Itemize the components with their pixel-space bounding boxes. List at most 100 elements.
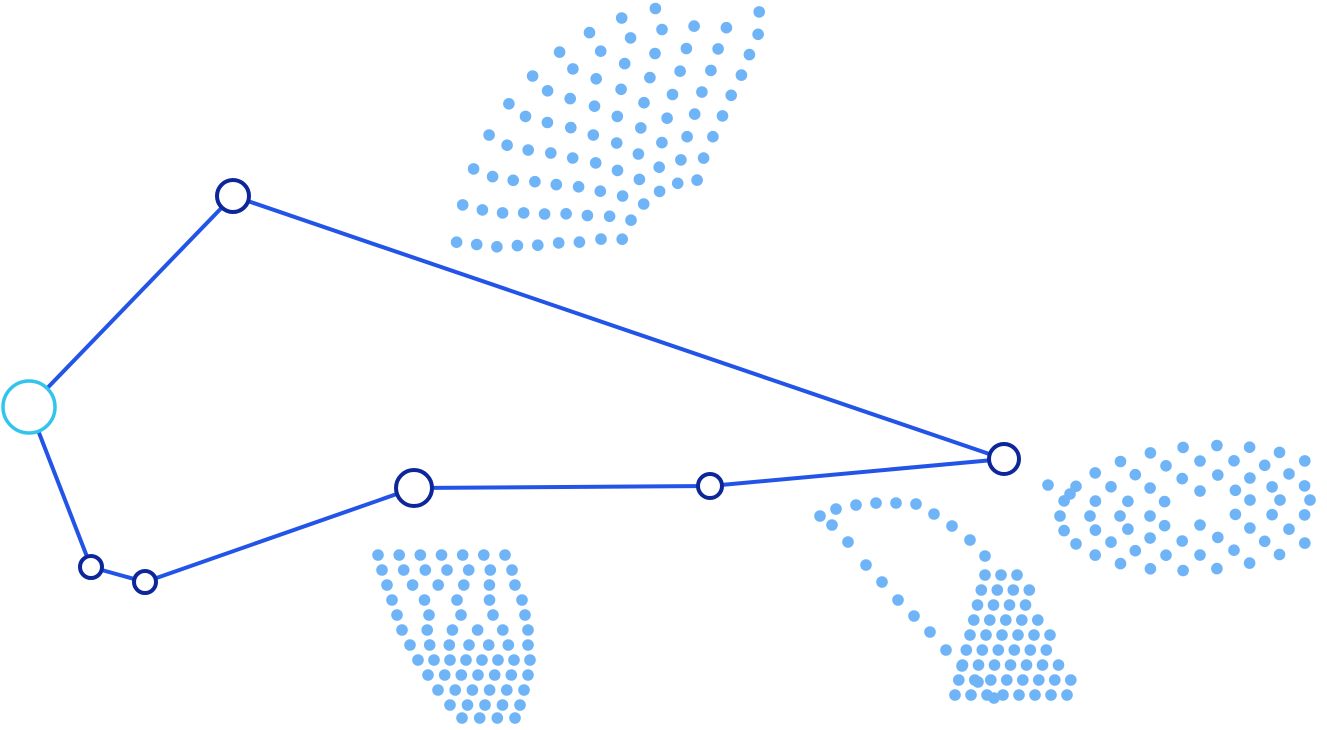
cluster-dot [406,579,419,591]
cluster-dot [466,684,479,696]
cluster-dot [1012,629,1024,641]
cluster-dot [1229,508,1242,521]
cluster-dot [610,137,623,149]
cluster-dot [1212,469,1224,481]
cluster-dot [1058,524,1070,537]
cluster-dot [981,689,993,701]
cluster-dot [1004,659,1017,671]
cluster-dot [910,498,922,510]
cluster-dot [404,639,416,651]
cluster-dot [444,699,456,711]
cluster-dot [1158,519,1171,532]
cluster-drop-bottom-right [814,497,1077,704]
cluster-dot [560,208,572,220]
cluster-dot [971,599,984,611]
cluster-dot [696,86,708,98]
cluster-dot [674,65,686,77]
cluster-dot [423,609,435,621]
cluster-dot [1028,629,1040,641]
cluster-dot [482,639,495,651]
cluster-dot [491,241,503,253]
node-mid-right [696,472,724,500]
cluster-dot [499,549,511,561]
dot-clusters [372,2,1316,724]
cluster-dot [743,48,756,61]
cluster-dot [438,669,451,681]
cluster-dot [381,579,393,591]
cluster-dot [483,579,496,591]
cluster-dot [890,497,902,509]
cluster-dot [1144,510,1156,522]
cluster-dot [1052,659,1065,671]
cluster-dot [517,207,530,219]
cluster-dot [949,689,961,701]
node-right [987,442,1021,476]
cluster-dot [860,559,872,571]
cluster-dot [1020,659,1033,671]
cluster-dot [587,129,600,141]
cluster-dot [460,654,472,666]
cluster-dot [449,684,462,696]
cluster-dot [514,699,526,711]
cluster-dot [707,130,719,143]
cluster-dot [1032,614,1044,626]
cluster-dot [1114,510,1126,522]
cluster-dot [1228,544,1240,556]
cluster-dot [1105,536,1117,548]
cluster-dot [588,100,601,112]
cluster-dot [1044,629,1056,641]
cluster-dot [688,20,700,32]
cluster-dot [541,85,554,97]
cluster-dot [422,669,434,681]
cluster-dot [505,669,518,681]
cluster-dot [616,190,629,202]
cluster-dot [1089,467,1101,479]
cluster-dot [953,674,965,686]
cluster-dot [478,549,490,561]
cluster-dot [653,161,665,173]
cluster-dot [428,654,440,666]
cluster-dot [960,644,973,656]
cluster-dot [976,644,989,656]
cluster-dot [529,175,541,188]
cluster-dot [522,624,534,636]
cluster-dot [1273,446,1286,459]
cluster-fan-top [450,2,765,253]
cluster-dot [1258,459,1271,472]
cluster-dot [1129,544,1142,557]
cluster-dot [1013,689,1025,701]
cluster-dot [1049,674,1061,686]
cluster-dot [985,674,997,686]
cluster-dot [1243,441,1256,454]
node-top [215,178,251,214]
cluster-dot [511,239,524,252]
cluster-dot [488,669,501,681]
cluster-dot [451,594,463,606]
cluster-dot [1089,495,1102,507]
diagram-nodes [1,178,1021,595]
cluster-dot [611,110,624,123]
cluster-dot [581,209,594,222]
cluster-dot [1176,472,1188,485]
cluster-dot [376,564,388,576]
cluster-dot [1065,674,1077,686]
cluster-dot [462,564,475,576]
cluster-dot [688,108,701,120]
cluster-dot [1244,472,1256,484]
cluster-dot [414,549,427,561]
cluster-dot [503,98,515,110]
cluster-dot [616,233,628,245]
cluster-dot [1194,455,1206,467]
cluster-dot [566,152,579,164]
cluster-dot [1045,689,1057,701]
cluster-dot [1244,522,1256,534]
cluster-dot [1211,439,1223,452]
edge-lower-left-b-mid [143,486,416,584]
cluster-dot [1089,524,1102,536]
cluster-dot [496,207,509,219]
cluster-dot [997,689,1009,701]
cluster-dot [1070,538,1082,550]
cluster-dot [522,669,534,681]
cluster-dot [675,154,687,166]
cluster-dot [1122,523,1134,535]
